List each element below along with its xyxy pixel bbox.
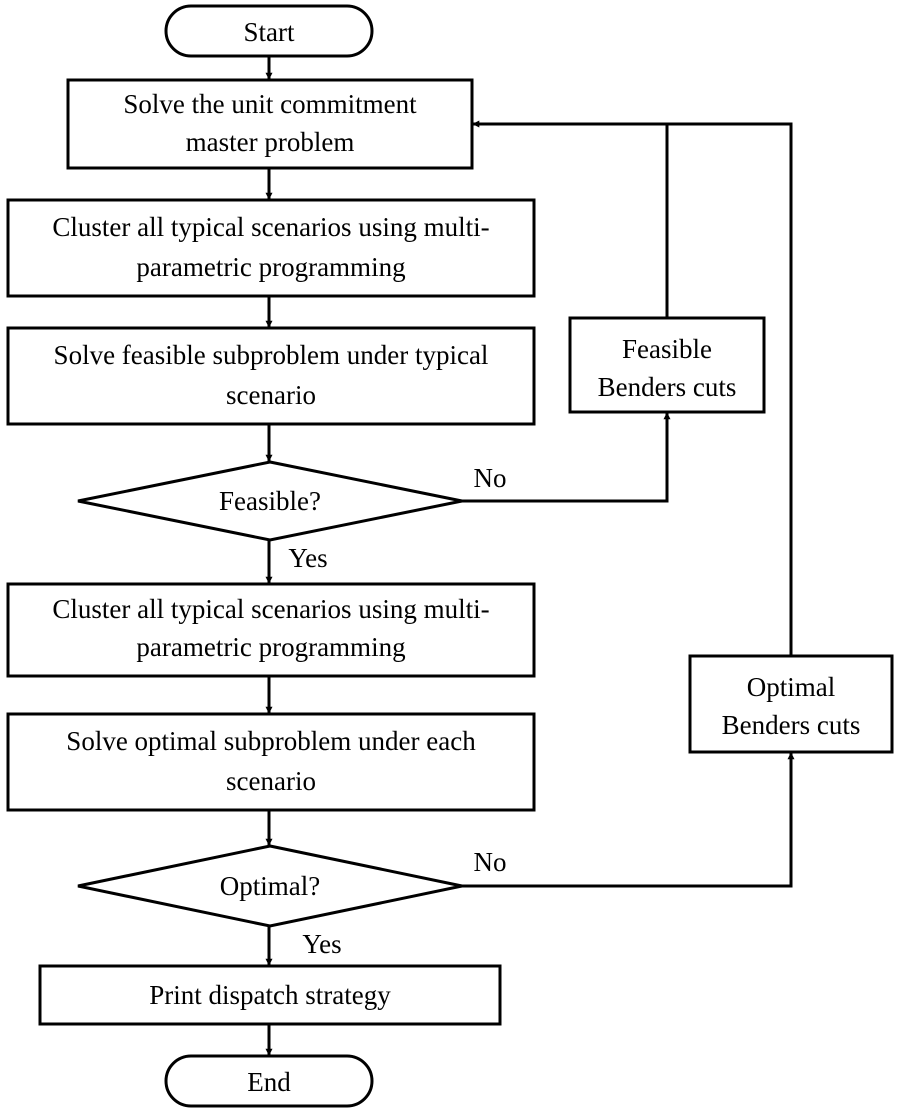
- feasible-no-label: No: [474, 463, 507, 493]
- feasible-cuts-box: [568, 316, 766, 414]
- end-terminal: [164, 1054, 374, 1108]
- cluster-box-1-label-2: parametric programming: [136, 252, 405, 282]
- optimal-decision-label: Optimal?: [220, 871, 320, 901]
- feasible-subproblem-label-2: scenario: [226, 380, 316, 410]
- cluster-box-2: [6, 582, 536, 678]
- feasible-subproblem-box: [6, 326, 536, 426]
- optimal-cuts-label-1: Optimal: [747, 672, 836, 702]
- print-strategy-box: [38, 964, 502, 1026]
- optimal-cuts-label-2: Benders cuts: [722, 710, 861, 740]
- feasible-cuts-label-2: Benders cuts: [598, 372, 737, 402]
- cluster-box-1-label-1: Cluster all typical scenarios using mult…: [52, 212, 489, 242]
- feasible-cuts-label-1: Feasible: [622, 334, 712, 364]
- optimal-subproblem-label-1: Solve optimal subproblem under each: [66, 726, 476, 756]
- master-problem-box: [66, 78, 474, 170]
- cluster-box-2-label-2: parametric programming: [136, 632, 405, 662]
- cluster-box-1: [6, 198, 536, 298]
- arrow-optimal-no-to-cuts: [462, 752, 795, 888]
- arrow-optimal-cuts-to-master: [667, 122, 793, 656]
- master-problem-label-1: Solve the unit commitment: [123, 89, 417, 119]
- optimal-yes-label: Yes: [302, 929, 341, 959]
- feasible-subproblem-label-1: Solve feasible subproblem under typical: [54, 340, 489, 370]
- optimal-cuts-box: [688, 654, 894, 754]
- print-strategy-label: Print dispatch strategy: [149, 980, 391, 1010]
- cluster-box-2-label-1: Cluster all typical scenarios using mult…: [52, 594, 489, 624]
- end-label: End: [247, 1067, 291, 1097]
- optimal-subproblem-box: [6, 712, 536, 812]
- master-problem-label-2: master problem: [186, 127, 355, 157]
- feasible-yes-label: Yes: [288, 543, 327, 573]
- start-label: Start: [244, 17, 295, 47]
- optimal-subproblem-label-2: scenario: [226, 766, 316, 796]
- feasible-decision-label: Feasible?: [219, 486, 321, 516]
- arrow-feasible-no-to-cuts: [462, 412, 671, 503]
- optimal-no-label: No: [474, 847, 507, 877]
